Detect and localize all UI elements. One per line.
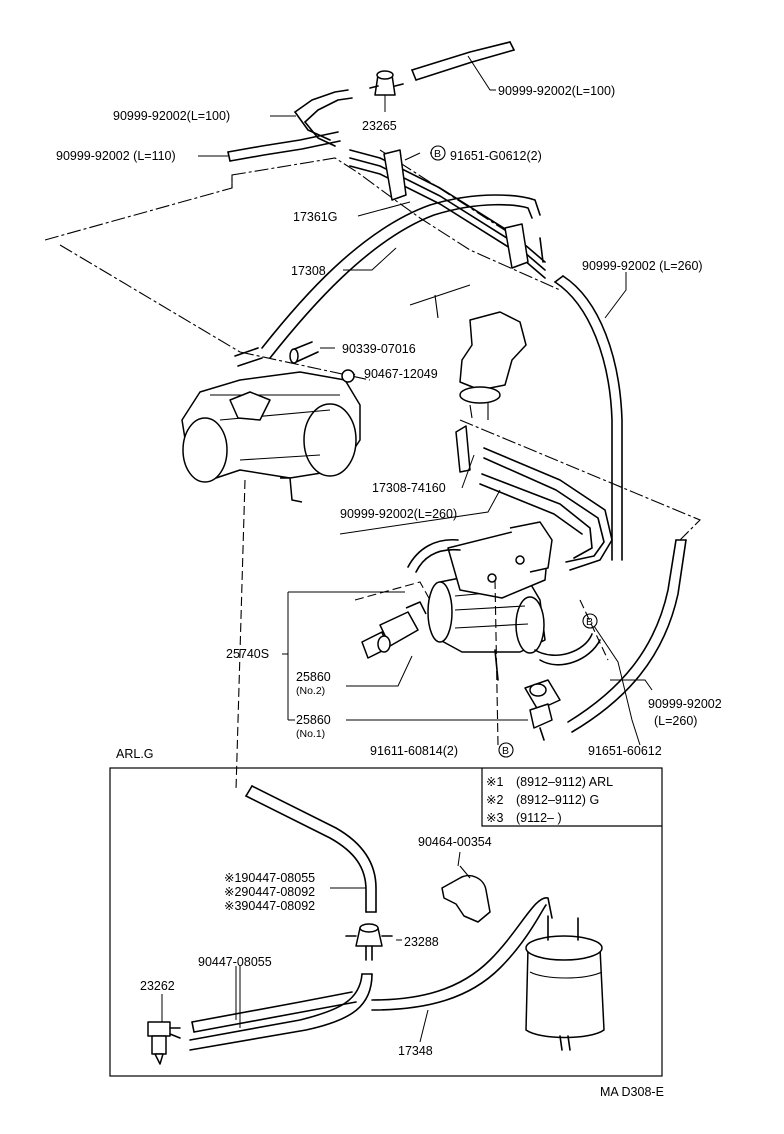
label-hose-90447: 90447-08055 <box>198 955 272 969</box>
label-part-90339: 90339-07016 <box>342 342 416 356</box>
leader-lines-upper <box>198 55 653 746</box>
labels-upper: 90999-92002(L=100) 90999-92002(L=100) 23… <box>56 84 722 758</box>
label-vsv-no1-sub: (No.1) <box>296 728 325 740</box>
legend-row2-text: (8912–9112) G <box>516 793 599 807</box>
label-vsv-no2-sub: (No.2) <box>296 685 325 697</box>
vacuum-tank-upper <box>455 311 527 473</box>
vsv-23288 <box>345 923 393 961</box>
label-hose-right-l260: 90999-92002 (L=260) <box>582 259 703 273</box>
label-hose-variant-1: ※190447-08055 <box>224 871 315 885</box>
sensor-23262 <box>147 1021 181 1065</box>
hose-lower-right <box>567 539 687 733</box>
vsv-no1 <box>524 679 561 741</box>
hose-17348 <box>189 897 553 1051</box>
hose-l110 <box>227 131 341 162</box>
throttle-body <box>181 341 361 503</box>
vsv-assembly-25740s <box>407 521 601 681</box>
label-hose-mid-l260: 90999-92002(L=260) <box>340 507 457 521</box>
hose-upper-box <box>245 785 377 913</box>
legend-row1-text: (8912–9112) ARL <box>516 775 613 789</box>
hose-top-left <box>294 89 353 147</box>
label-hose-lower-right-length: (L=260) <box>654 714 697 728</box>
legend-row3-text: (9112– ) <box>516 811 562 825</box>
bolt-marker-bottom: B <box>498 742 514 758</box>
section-frame <box>109 767 663 1077</box>
label-bolt-91611: 91611-60814(2) <box>370 744 458 758</box>
leader-lines-box <box>161 851 461 1043</box>
label-hose-variant-2: ※290447-08092 <box>224 885 315 899</box>
fuel-filter-canister <box>525 915 605 1051</box>
arl-g-section: ARL.G ※1 (8912–9112) ARL ※2 (8912–9112) … <box>109 747 663 1077</box>
legend-row2-num: ※2 <box>486 793 503 807</box>
bolt-marker-top: B <box>430 145 446 161</box>
hose-90447 <box>191 991 357 1033</box>
legend-table: ※1 (8912–9112) ARL ※2 (8912–9112) G ※3 (… <box>481 768 662 827</box>
bolt-marker-right: B <box>582 613 598 629</box>
label-hose-lower-right: 90999-92002 <box>648 697 722 711</box>
label-hose-top-right: 90999-92002(L=100) <box>498 84 615 98</box>
svg-text:B: B <box>586 616 593 628</box>
label-assy-25740s: 25740S <box>226 647 269 661</box>
vsv-23265 <box>369 70 404 112</box>
label-part-17308-74160: 17308-74160 <box>372 481 446 495</box>
hose-right-l260 <box>554 275 623 561</box>
section-title: ARL.G <box>116 747 154 761</box>
label-part-90467: 90467-12049 <box>364 367 438 381</box>
diagram-code: MA D308-E <box>600 1085 664 1099</box>
svg-text:B: B <box>502 745 509 757</box>
label-hose-17308: 17308 <box>291 264 326 278</box>
svg-text:B: B <box>434 148 441 160</box>
bracket-17361g <box>349 149 546 279</box>
hose-mid-l260 <box>479 447 613 571</box>
label-hose-variant-3: ※390447-08092 <box>224 899 315 913</box>
label-vsv-no1-number: 25860 <box>296 713 331 727</box>
hose-17308-long <box>261 194 541 359</box>
legend-row1-num: ※1 <box>486 775 503 789</box>
label-hose-17348: 17348 <box>398 1044 433 1058</box>
vsv-no2 <box>354 581 431 659</box>
label-hose-l110: 90999-92002 (L=110) <box>56 149 176 163</box>
label-vsv-23288: 23288 <box>404 935 439 949</box>
label-clamp-90464: 90464-00354 <box>418 835 492 849</box>
hose-top-right <box>411 41 515 81</box>
clamp-90464 <box>441 865 491 923</box>
label-bolt-91651-g0612: 91651-G0612(2) <box>450 149 542 163</box>
label-sensor-23262: 23262 <box>140 979 175 993</box>
label-vsv-23265: 23265 <box>362 119 397 133</box>
legend-row3-num: ※3 <box>486 811 503 825</box>
dashed-connections <box>235 479 609 791</box>
label-bolt-91651-60612: 91651-60612 <box>588 744 662 758</box>
label-hose-top-left: 90999-92002(L=100) <box>113 109 230 123</box>
label-vsv-no2-number: 25860 <box>296 670 331 684</box>
label-bracket-17361g: 17361G <box>293 210 337 224</box>
